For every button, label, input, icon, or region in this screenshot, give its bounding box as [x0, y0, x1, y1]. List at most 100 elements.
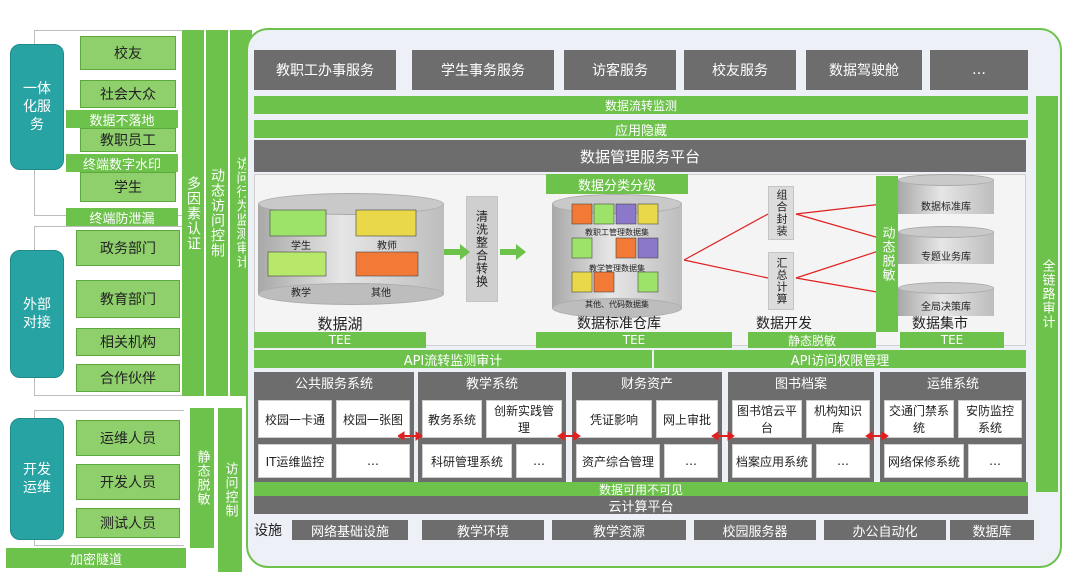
group1-title: 一体化服务 [10, 44, 64, 170]
partner-cooperative: 合作伙伴 [76, 364, 180, 392]
infra-label: 设施 [254, 523, 282, 539]
group3-title: 开发运维 [10, 418, 64, 540]
system-asset[interactable]: 资产综合管理 [576, 444, 660, 478]
mart-standard-label: 数据标准库 [921, 201, 971, 213]
data-lake-blocks [267, 209, 419, 277]
infra-database: 数据库 [950, 520, 1034, 540]
data-lake-title: 数据湖 [317, 314, 363, 333]
dev-staff: 开发人员 [76, 464, 180, 500]
service-cockpit[interactable]: 数据驾驶舱 [806, 50, 922, 90]
combine-package: 组合封装 [768, 186, 794, 240]
warehouse-title: 数据标准仓库 [577, 316, 661, 332]
dynamic-desensitization: 动态脱敏 [876, 176, 898, 332]
system-academic[interactable]: 教务系统 [422, 400, 482, 438]
dynamic-access-control: 动态访问控制 [206, 30, 228, 396]
lake-label-teacher: 教师 [377, 240, 397, 252]
infra-server: 校园服务器 [694, 520, 816, 540]
partner-education: 教育部门 [76, 280, 180, 318]
api-flow-audit: API流转监测审计 [254, 350, 652, 369]
system-library-title: 图书档案 [728, 372, 874, 392]
data-available-invisible: 数据可用不可见 [254, 482, 1028, 497]
warehouse-blocks [571, 203, 659, 293]
system-finance-more[interactable]: … [664, 444, 718, 478]
left-access-control: 访问控制 [218, 408, 242, 572]
tee-mart: TEE [900, 332, 1004, 348]
system-it-monitor[interactable]: IT运维监控 [258, 444, 332, 478]
no-data-landing: 数据不落地 [66, 110, 178, 129]
user-staff: 教职员工 [80, 128, 176, 152]
data-classification: 数据分类分级 [546, 174, 688, 194]
system-teaching-more[interactable]: … [516, 444, 562, 478]
cloud-computing-platform: 云计算平台 [254, 496, 1028, 515]
system-teaching-title: 教学系统 [418, 372, 566, 392]
system-security-monitor[interactable]: 安防监控系统 [958, 400, 1022, 438]
system-public-service-title: 公共服务系统 [254, 372, 414, 392]
partner-institutions: 相关机构 [76, 328, 180, 356]
service-student[interactable]: 学生事务服务 [412, 50, 554, 90]
infra-teaching-resource: 教学资源 [552, 520, 686, 540]
system-finance-title: 财务资产 [572, 372, 722, 392]
system-link-arrows [398, 431, 889, 441]
left-static-desensitization: 静态脱敏 [190, 408, 214, 548]
tee-lake: TEE [254, 332, 426, 348]
service-visitor[interactable]: 访客服务 [564, 50, 676, 90]
infrastructure-row: 设施 网络基础设施 教学环境 教学资源 校园服务器 办公自动化 数据库 [246, 518, 1034, 542]
lake-label-student: 学生 [291, 240, 311, 252]
ops-staff: 运维人员 [76, 420, 180, 456]
service-more[interactable]: … [930, 50, 1028, 90]
system-voucher[interactable]: 凭证影响 [576, 400, 652, 438]
mart-topic-label: 专题业务库 [921, 251, 971, 263]
warehouse-label-staff: 教职工管理数据集 [585, 227, 649, 237]
service-staff[interactable]: 教职工办事服务 [254, 50, 396, 90]
system-ops-title: 运维系统 [880, 372, 1026, 392]
arrow-clean-to-warehouse [500, 244, 526, 260]
summary-compute: 汇总计算 [768, 252, 794, 310]
arrow-lake-to-clean [444, 244, 470, 260]
api-access-management: API访问权限管理 [654, 350, 1026, 369]
multi-factor-auth: 多因素认证 [182, 30, 204, 396]
tee-warehouse: TEE [536, 332, 732, 348]
system-campus-map[interactable]: 校园一张图 [336, 400, 410, 438]
system-library-cloud[interactable]: 图书馆云平台 [732, 400, 802, 438]
user-alumni: 校友 [80, 36, 176, 70]
system-public-more[interactable]: … [336, 444, 410, 478]
warehouse-label-other: 其他、代码数据集 [585, 299, 649, 309]
system-network-repair[interactable]: 网络保修系统 [884, 444, 964, 478]
static-desens-dev: 静态脱敏 [748, 332, 876, 348]
user-student: 学生 [80, 172, 176, 202]
service-alumni[interactable]: 校友服务 [684, 50, 796, 90]
group2-title: 外部对接 [10, 250, 64, 378]
infra-teaching-env: 教学环境 [422, 520, 544, 540]
app-hiding: 应用隐藏 [254, 120, 1028, 139]
systems-row: 公共服务系统 校园一卡通 校园一张图 IT运维监控 … 教学系统 教务系统 创新… [254, 372, 1026, 482]
terminal-leak-prevention: 终端防泄漏 [66, 208, 178, 227]
dev-connection-lines [683, 201, 901, 297]
partner-government: 政务部门 [76, 230, 180, 266]
warehouse-label-teaching: 教学管理数据集 [589, 263, 645, 273]
system-research[interactable]: 科研管理系统 [422, 444, 512, 478]
test-staff: 测试人员 [76, 508, 180, 538]
infra-office: 办公自动化 [824, 520, 946, 540]
data-dev-title: 数据开发 [756, 316, 812, 332]
system-access-gate[interactable]: 交通门禁系统 [884, 400, 954, 438]
infra-network: 网络基础设施 [292, 520, 408, 540]
encrypted-tunnel: 加密隧道 [6, 548, 186, 568]
top-service-row: 教职工办事服务 学生事务服务 访客服务 校友服务 数据驾驶舱 … [254, 50, 1028, 90]
full-chain-audit: 全链路审计 [1036, 96, 1058, 492]
system-archive[interactable]: 档案应用系统 [732, 444, 812, 478]
system-ops-more[interactable]: … [968, 444, 1022, 478]
clean-integrate-transform: 清洗整合转换 [466, 196, 498, 302]
lake-label-other: 其他 [371, 287, 391, 299]
data-flow-monitor: 数据流转监测 [254, 96, 1028, 114]
user-public: 社会大众 [80, 80, 176, 108]
system-campus-card[interactable]: 校园一卡通 [258, 400, 332, 438]
system-knowledge-base[interactable]: 机构知识库 [806, 400, 870, 438]
system-library-more[interactable]: … [816, 444, 870, 478]
lake-label-teaching: 教学 [291, 287, 311, 299]
data-management-platform: 数据管理服务平台 [254, 140, 1026, 172]
system-online-approval[interactable]: 网上审批 [656, 400, 718, 438]
mart-decision-label: 全局决策库 [921, 301, 971, 313]
system-innovation[interactable]: 创新实践管理 [486, 400, 562, 438]
terminal-watermark: 终端数字水印 [66, 154, 178, 173]
data-mart-title: 数据集市 [912, 316, 968, 332]
